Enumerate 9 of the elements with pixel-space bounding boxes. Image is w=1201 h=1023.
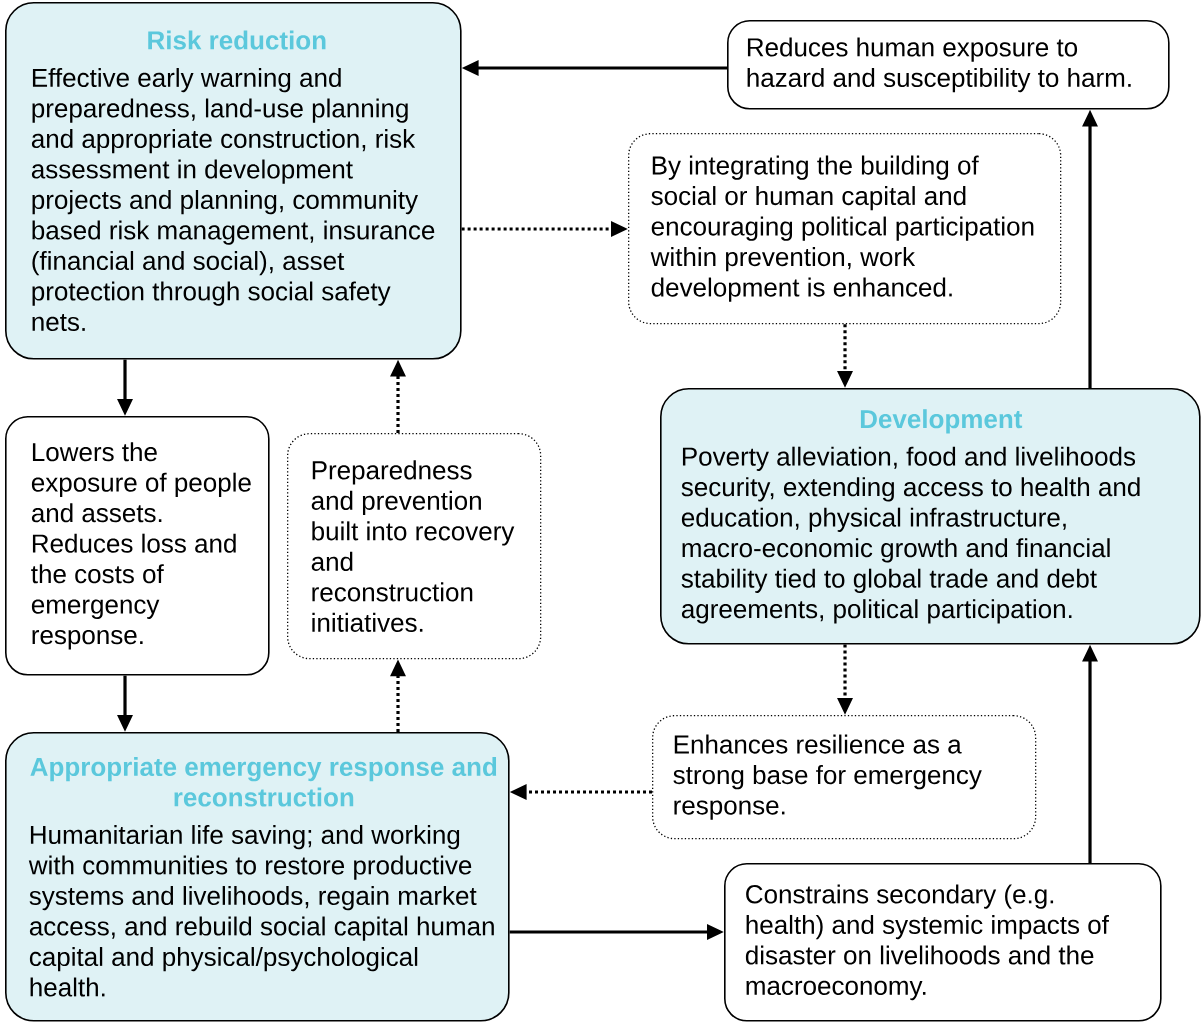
note-box: Enhances resilience as a strong base for emergency response. bbox=[652, 715, 1037, 840]
topic-box: Appropriate emergency response and reconstruction Humanitarian life saving; and working with communities to restore productive systems and livelihoods, regain market access, and rebuild social capital human capital and physical/psychological health. bbox=[5, 732, 510, 1022]
note-box: Lowers the exposure of people and assets. Reduces loss and the costs of emergency response. bbox=[5, 416, 270, 676]
note-box: Reduces human exposure to hazard and susceptibility to harm. bbox=[727, 20, 1170, 110]
note-box: By integrating the building of social or human capital and encouraging political participation within prevention, work development is enhanced. bbox=[628, 133, 1062, 325]
note-box: Preparedness and prevention built into recovery and reconstruction initiatives. bbox=[287, 433, 542, 660]
note-box: Constrains secondary (e.g. health) and systemic impacts of disaster on livelihoods and the macroeconomy. bbox=[724, 863, 1162, 1022]
topic-box: Development Poverty alleviation, food and livelihoods security, extending access to health and education, physical infrastructure, macro-economic growth and financial stability tied to global trade and debt agreements, political participation. bbox=[660, 388, 1201, 645]
topic-box: Risk reduction Effective early warning and preparedness, land-use planning and appropriate construction, risk assessment in development projects and planning, community based risk management, insurance (financial and social), asset protection through social safety nets. bbox=[5, 2, 462, 360]
